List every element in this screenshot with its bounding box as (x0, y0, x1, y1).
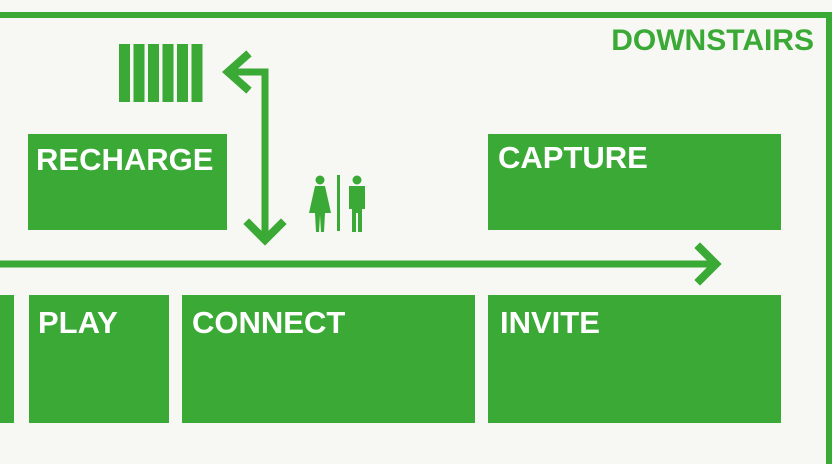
stairs-icon (119, 44, 203, 102)
zone-capture-label: CAPTURE (498, 140, 648, 175)
floor-label: DOWNSTAIRS (611, 24, 814, 57)
restroom-icon (309, 175, 365, 232)
zone-connect-label: CONNECT (192, 305, 346, 340)
zone-left-partial[interactable] (0, 295, 14, 423)
zone-invite[interactable]: INVITE (488, 295, 781, 423)
zone-capture[interactable]: CAPTURE (488, 134, 781, 230)
zone-play[interactable]: PLAY (29, 295, 169, 423)
zone-invite-label: INVITE (500, 305, 600, 340)
zone-recharge[interactable]: RECHARGE (28, 134, 227, 230)
zone-play-label: PLAY (38, 305, 118, 340)
frame-right-border (826, 12, 832, 464)
zone-recharge-label: RECHARGE (36, 142, 214, 177)
zone-connect[interactable]: CONNECT (182, 295, 475, 423)
frame-top-border (0, 12, 832, 18)
